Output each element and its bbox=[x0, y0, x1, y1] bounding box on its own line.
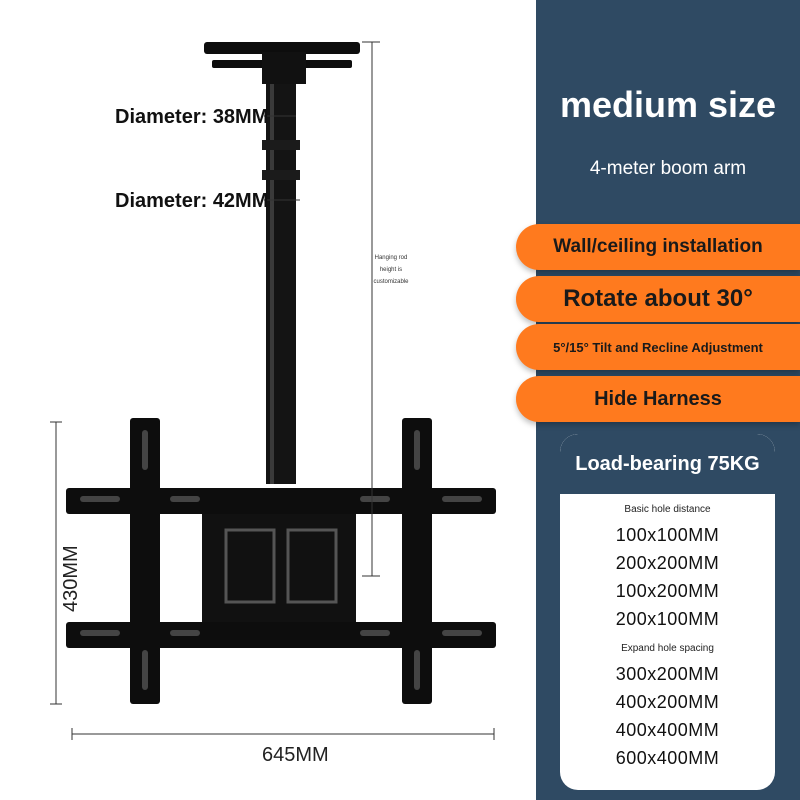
hole-size: 100x100MM bbox=[615, 525, 720, 545]
hole-size: 200x200MM bbox=[615, 553, 720, 573]
right-arm bbox=[402, 418, 432, 704]
feature-label: Hide Harness bbox=[594, 387, 722, 410]
feature-wall-ceiling: Wall/ceiling installation bbox=[516, 224, 800, 270]
hole-spacing-card: Load-bearing 75KG Basic hole distance 10… bbox=[560, 434, 775, 790]
expand-hole-title: Expand hole spacing bbox=[621, 643, 714, 654]
width-dimension-label: 645MM bbox=[262, 744, 329, 766]
product-image-area: Diameter: 38MM Diameter: 42MM Hanging ro… bbox=[50, 41, 496, 766]
tv-ceiling-mount-illustration bbox=[50, 41, 496, 740]
feature-rotate: Rotate about 30° bbox=[516, 276, 800, 322]
hole-size: 200x100MM bbox=[615, 609, 720, 629]
lower-crossbar bbox=[66, 622, 496, 648]
load-bearing-header: Load-bearing 75KG bbox=[560, 434, 775, 494]
diameter-42-label: Diameter: 42MM bbox=[115, 190, 269, 212]
height-dimension-label: 430MM bbox=[60, 545, 82, 612]
size-title: medium size bbox=[559, 84, 777, 125]
ceiling-plate bbox=[204, 42, 360, 54]
upper-crossbar bbox=[66, 488, 496, 514]
basic-hole-title: Basic hole distance bbox=[624, 504, 711, 515]
feature-label: Rotate about 30° bbox=[563, 285, 753, 312]
hole-size: 600x400MM bbox=[615, 748, 720, 768]
diameter-38-label: Diameter: 38MM bbox=[115, 106, 269, 128]
center-plate bbox=[202, 514, 356, 622]
feature-label: 5°/15° Tilt and Recline Adjustment bbox=[553, 339, 763, 355]
left-arm bbox=[130, 418, 160, 704]
feature-label: Wall/ceiling installation bbox=[553, 236, 763, 257]
feature-tilt: 5°/15° Tilt and Recline Adjustment bbox=[516, 324, 800, 370]
feature-hide-harness: Hide Harness bbox=[516, 376, 800, 422]
hole-size: 100x200MM bbox=[615, 581, 720, 601]
hole-size: 400x200MM bbox=[615, 692, 720, 712]
boom-arm-subtitle: 4-meter boom arm bbox=[589, 158, 747, 179]
hole-size: 300x200MM bbox=[615, 664, 720, 684]
hole-size: 400x400MM bbox=[615, 720, 720, 740]
rod-height-note: Hanging rod height is customizable bbox=[373, 255, 409, 285]
hole-spacing-list: Basic hole distance 100x100MM 200x200MM … bbox=[560, 504, 775, 772]
